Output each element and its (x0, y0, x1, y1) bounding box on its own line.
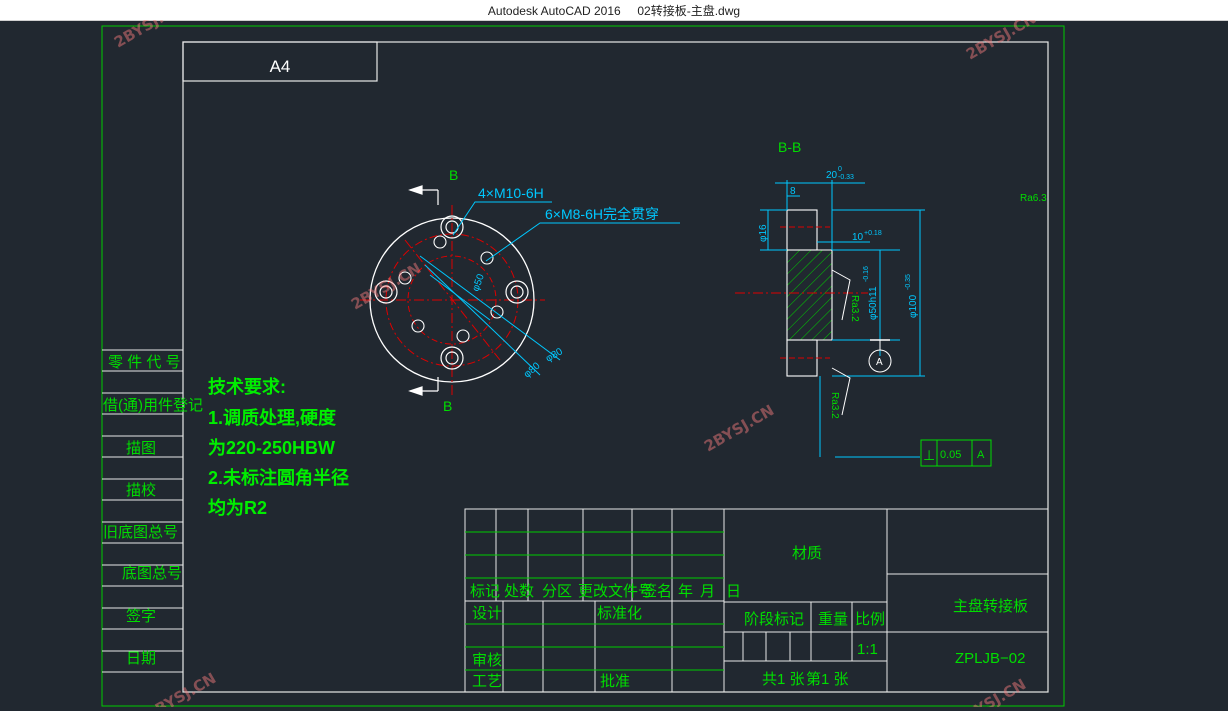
dim-width-tol-up: 0 (838, 166, 842, 173)
tech-req-line2: 为220-250HBW (208, 437, 335, 458)
left-label-0: 零 件 代 号 (108, 354, 181, 371)
rev-h-year: 年 (678, 583, 693, 600)
dim-outer-tol: -0.35 (905, 274, 912, 290)
watermark-3: 2BYSJ.CN (348, 259, 424, 313)
rev-h-month: 月 (700, 583, 715, 600)
left-label-texts: 零 件 代 号 借(通)用件登记 描图 描校 旧底图总号 底图总号 签字 日期 (103, 354, 203, 667)
section-hatch (786, 249, 833, 341)
standard-label: 标准化 (597, 605, 642, 622)
window-titlebar: Autodesk AutoCAD 2016 02转接板-主盘.dwg (0, 0, 1228, 21)
m10-hole-left (374, 280, 398, 304)
dim-d-inner: φ80 (544, 346, 565, 365)
title-block-texts: 材质 主盘转接板 ZPLJB−02 标记 处数 分区 更改文件号 签名 年 月 … (470, 545, 1028, 690)
window-title: Autodesk AutoCAD 2016 02转接板-主盘.dwg (0, 2, 1228, 19)
check-label: 审核 (472, 652, 502, 669)
dim-hole-d: φ16 (758, 224, 769, 242)
datum-circle (868, 349, 892, 373)
part-name: 主盘转接板 (953, 597, 1028, 615)
watermark-6: 2BYSJ.CN (953, 675, 1029, 707)
roughness-ra2: Ra3.2 (829, 392, 840, 419)
paper-size-label: A4 (270, 57, 291, 76)
section-hub-top (786, 209, 818, 251)
left-label-3: 描校 (126, 482, 156, 499)
tech-req-line1: 1.调质处理,硬度 (208, 407, 337, 428)
rev-h-day: 日 (726, 583, 741, 600)
dim-d-outer: φ50 (470, 272, 487, 293)
design-label: 设计 (472, 605, 502, 622)
left-label-1: 借(通)用件登记 (103, 397, 203, 414)
sheet-no: 第1 张 (806, 670, 849, 688)
dim-d-mid: φ80 (522, 360, 543, 380)
left-label-table (102, 349, 183, 673)
watermark-4: 2BYSJ.CN (701, 401, 777, 455)
section-view[interactable]: B-B (735, 139, 1047, 467)
leader-lines (419, 201, 680, 376)
rev-h-count: 处数 (504, 583, 534, 600)
left-label-4: 旧底图总号 (103, 524, 178, 541)
dim-outer: φ100 (908, 294, 919, 318)
dim-bore: φ50h11 (868, 286, 879, 320)
stage-label: 阶段标记 (744, 611, 804, 628)
tech-req-title: 技术要求: (208, 376, 286, 397)
dim-width-tol-low: -0.33 (838, 174, 854, 181)
tolerance-symbol: ⊥ (923, 447, 935, 463)
scale-value: 1:1 (857, 641, 878, 658)
rev-h-sign: 签名 (642, 583, 672, 600)
rev-h-mark: 标记 (470, 583, 500, 600)
dim-depth-tol: +0.18 (864, 230, 882, 237)
scale-label: 比例 (855, 611, 885, 628)
watermark-1: 2BYSJ.CN (111, 20, 187, 51)
left-label-6: 签字 (126, 608, 156, 625)
datum-letter: A (876, 357, 883, 368)
m8-holes (398, 235, 504, 343)
rev-h-zone: 分区 (542, 583, 572, 600)
tech-req-line4: 均为R2 (208, 497, 267, 518)
section-arrow-top (408, 185, 439, 205)
dim-width-total: 20 (826, 170, 838, 181)
thread-callout-m10: 4×M10-6H (478, 185, 544, 201)
watermark-5: 2BYSJ.CN (143, 669, 219, 707)
thread-callout-m8: 6×M8-6H完全贯穿 (545, 206, 659, 222)
outer-green-frame (101, 25, 1065, 707)
dim-step: 8 (790, 186, 796, 197)
center-line-diag (404, 239, 501, 361)
title-block-green-lines (465, 531, 724, 671)
roughness-general: Ra6.3 (1020, 193, 1047, 204)
process-label: 工艺 (472, 673, 502, 690)
tolerance-datum: A (977, 449, 985, 461)
section-letter-top: B (449, 167, 458, 183)
section-title: B-B (778, 139, 801, 155)
section-arrow-bottom (408, 377, 439, 396)
front-view[interactable]: B B 4×M10-6H 6×M8-6H完全贯穿 φ80 φ80 φ50 (360, 167, 680, 414)
dim-depth: 10 (852, 232, 864, 243)
app-title: Autodesk AutoCAD 2016 (487, 4, 621, 18)
file-name: 02转接板-主盘.dwg (637, 4, 741, 18)
part-code: ZPLJB−02 (955, 650, 1025, 667)
tolerance-value: 0.05 (940, 449, 961, 461)
tech-req-line3: 2.未标注圆角半径 (208, 467, 349, 488)
tolerance-frame (920, 439, 992, 467)
approve-label: 批准 (600, 673, 630, 690)
roughness-ra1: Ra3.2 (849, 295, 860, 322)
material-label: 材质 (792, 545, 822, 562)
paper-size-box (182, 41, 378, 82)
section-dims (760, 180, 925, 458)
roughness-symbols (831, 269, 851, 416)
m10-hole-bottom (440, 346, 464, 370)
sheets-total: 共1 张 (762, 671, 805, 688)
tech-requirements: 技术要求: 1.调质处理,硬度 为220-250HBW 2.未标注圆角半径 均为… (208, 376, 349, 518)
weight-label: 重量 (818, 611, 848, 628)
rev-h-doc: 更改文件号 (578, 583, 653, 600)
dim-bore-tol: -0.16 (863, 266, 870, 282)
left-label-2: 描图 (126, 440, 156, 457)
left-label-7: 日期 (126, 650, 156, 667)
watermarks: 2BYSJ.CN 2BYSJ.CN 2BYSJ.CN 2BYSJ.CN 2BYS… (111, 0, 1039, 711)
left-label-5: 底图总号 (122, 565, 182, 582)
section-letter-bottom: B (443, 398, 452, 414)
m10-hole-right (505, 280, 529, 304)
